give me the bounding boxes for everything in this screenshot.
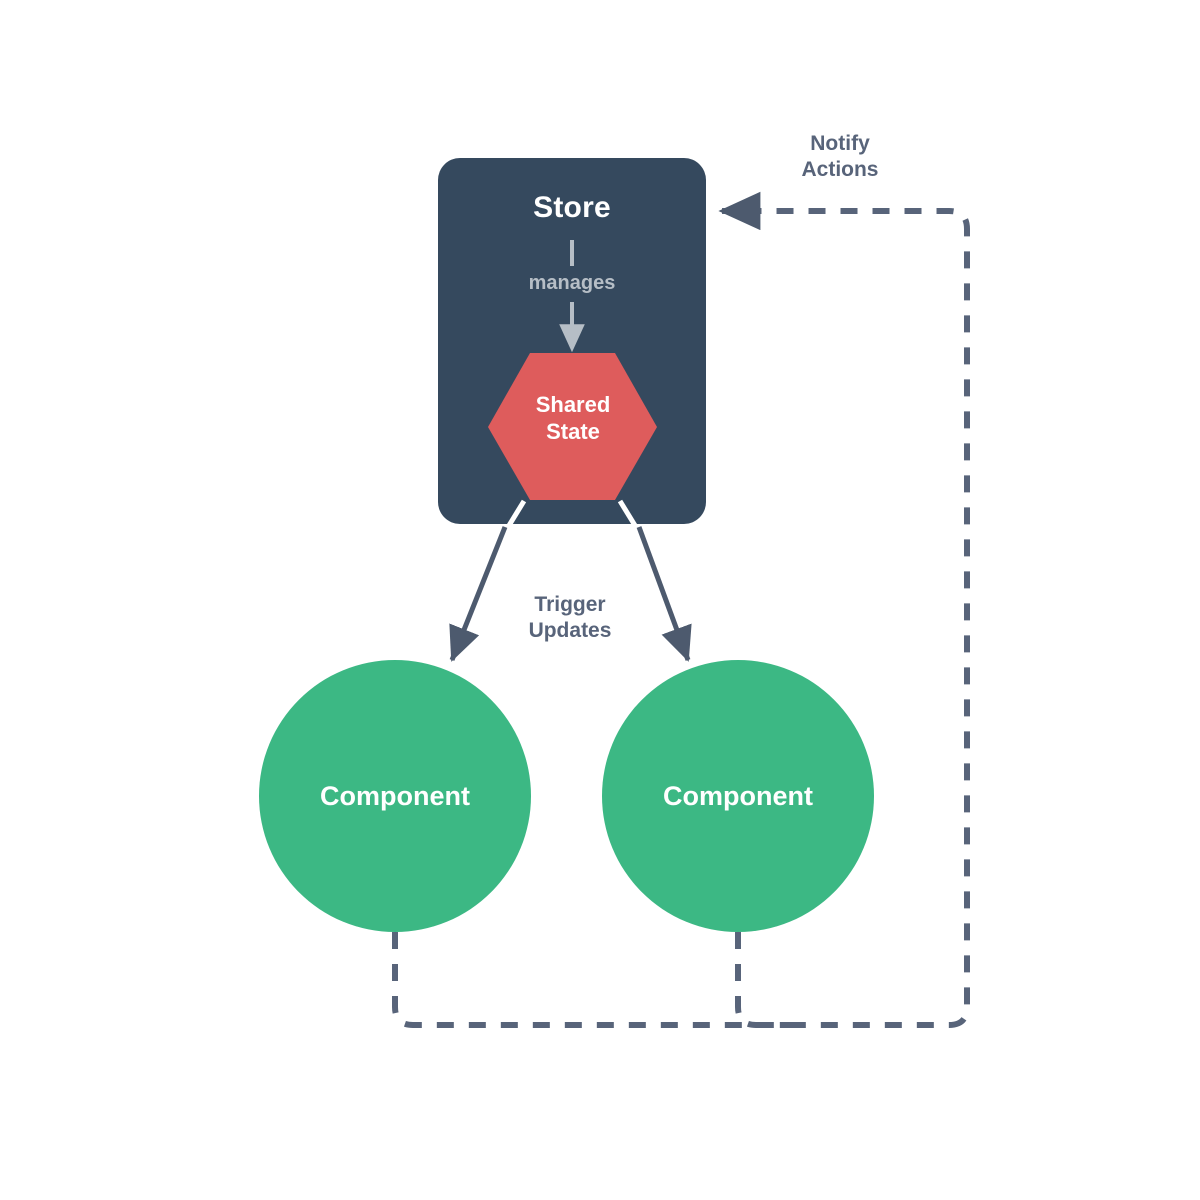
notify-path-left	[392, 191, 970, 1028]
trigger-edge-right	[636, 526, 692, 662]
trigger-edge-left	[449, 526, 508, 662]
component-right-circle[interactable]	[602, 660, 874, 932]
component-left-circle[interactable]	[259, 660, 531, 932]
notify-path-right	[735, 932, 800, 1028]
shared-state-hexagon[interactable]	[488, 353, 657, 500]
trigger-edge-right-stub	[617, 499, 642, 534]
trigger-edge-left-stub	[502, 499, 527, 534]
